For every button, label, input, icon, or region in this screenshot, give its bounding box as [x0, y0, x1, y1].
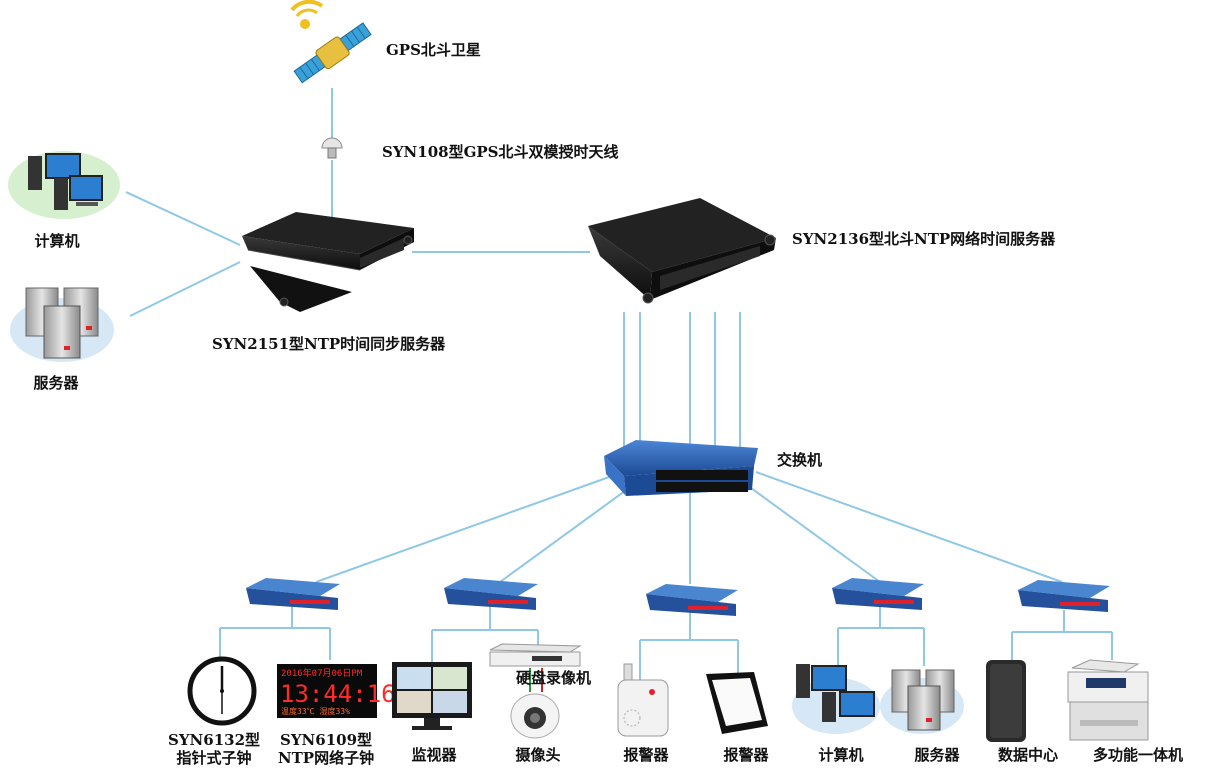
- main-switch-device: [604, 440, 758, 496]
- syn2136-label: SYN2136型北斗NTP网络时间服务器: [792, 230, 1056, 248]
- sub-switch-3: [646, 584, 738, 616]
- digital-clock-footer: 温度33℃ 湿度33%: [281, 706, 350, 716]
- digital-clock-label-line1: SYN6109型: [280, 731, 372, 749]
- switch-ports: [656, 470, 748, 492]
- camera-icon: [510, 668, 560, 739]
- bottom-server-label: 服务器: [914, 746, 960, 764]
- syn2151-label: SYN2151型NTP时间同步服务器: [212, 335, 446, 353]
- alarm-1-icon: [617, 663, 669, 737]
- camera-label: 摄像头: [515, 746, 561, 764]
- mfp-icon: [1067, 659, 1149, 741]
- digital-clock-label-line2: NTP网络子钟: [277, 749, 375, 767]
- analog-clock-label-line1: SYN6132型: [168, 731, 260, 749]
- sub-switch-2: [444, 578, 538, 610]
- left-server-label: 服务器: [33, 374, 79, 392]
- alarm-1-label: 报警器: [623, 746, 669, 764]
- digital-clock-icon: 2016年07月06日PM 13:44:16 温度33℃ 湿度33%: [277, 664, 396, 718]
- digital-clock-date: 2016年07月06日PM: [281, 667, 363, 679]
- bottom-server-icon: [880, 669, 964, 734]
- sub-switches: [246, 578, 1110, 616]
- link-computer-2151: [125, 191, 241, 246]
- monitor-label: 监视器: [411, 746, 457, 764]
- sub-switch-1: [246, 578, 340, 610]
- left-server-icon: [10, 287, 114, 362]
- analog-clock-label-line2: 指针式子钟: [176, 749, 252, 767]
- bottom-computer-icon: [792, 664, 880, 734]
- datacenter-label: 数据中心: [997, 746, 1059, 764]
- alarm-2-label: 报警器: [723, 746, 769, 764]
- alarm-2-icon: [706, 672, 768, 734]
- datacenter-icon: [986, 660, 1026, 742]
- mfp-label: 多功能一体机: [1092, 746, 1184, 764]
- sub-switch-4: [832, 578, 924, 610]
- sub-switch-5: [1018, 580, 1110, 612]
- syn2136-server-device: [588, 198, 776, 304]
- syn2151-server-device: [242, 212, 414, 312]
- left-computer-icon: [8, 151, 120, 219]
- left-computer-label: 计算机: [34, 232, 80, 250]
- analog-clock-icon: [187, 656, 257, 726]
- dvr-icon: [489, 643, 582, 667]
- satellite-label: GPS北斗卫星: [386, 41, 481, 59]
- satellite-icon: [290, 0, 372, 84]
- connection-lines: [125, 88, 1113, 680]
- link-server-2151: [129, 261, 241, 317]
- bottom-computer-label: 计算机: [818, 746, 864, 764]
- switch-label: 交换机: [777, 451, 823, 469]
- monitor-icon: [392, 662, 472, 730]
- digital-clock-label: SYN6109型 NTP网络子钟: [278, 731, 374, 767]
- antenna-label: SYN108型GPS北斗双模授时天线: [382, 143, 619, 161]
- digital-clock-time: 13:44:16: [280, 680, 396, 708]
- antenna-icon: [321, 137, 343, 159]
- analog-clock-label: SYN6132型 指针式子钟: [168, 731, 260, 767]
- dvr-label: 硬盘录像机: [516, 669, 592, 687]
